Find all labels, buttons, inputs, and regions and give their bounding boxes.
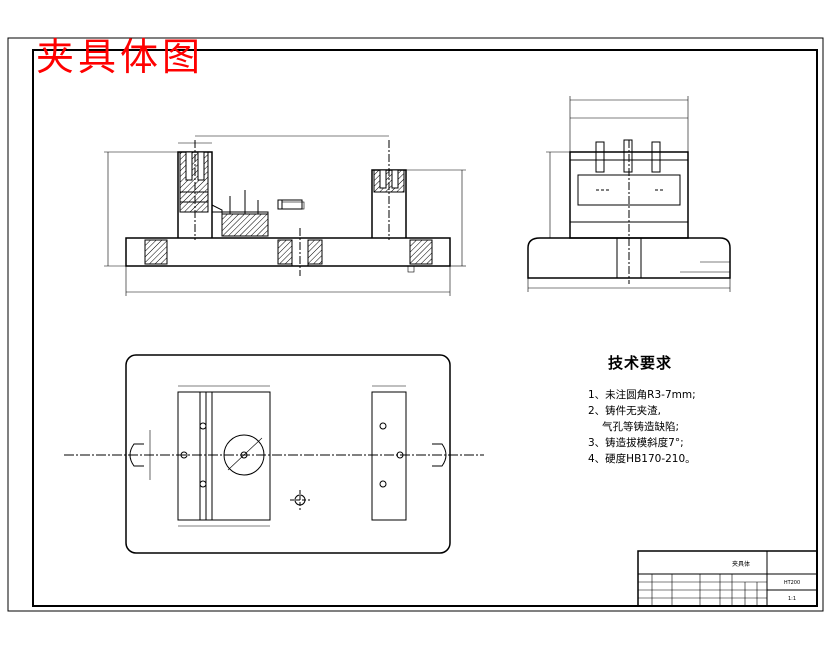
title-block-material: HT200 xyxy=(784,580,800,586)
title-block-part-name: 夹具体 xyxy=(732,560,750,568)
side-view xyxy=(527,96,731,292)
drawing-title: 夹具体图 xyxy=(36,35,205,79)
outer-border xyxy=(7,37,824,612)
title-block xyxy=(637,550,818,607)
requirement-item-3: 3、铸造拔模斜度7°; xyxy=(588,437,684,449)
top-view xyxy=(64,354,484,554)
requirement-item-2-continued: 气孔等铸造缺陷; xyxy=(602,421,680,433)
requirement-item-4: 4、硬度HB170-210。 xyxy=(588,453,696,465)
technical-requirements: 技术要求 1、未注圆角R3-7mm; 2、铸件无夹渣, 气孔等铸造缺陷; 3、铸… xyxy=(588,352,788,467)
requirement-item-1: 1、未注圆角R3-7mm; xyxy=(588,389,696,401)
title-block-scale: 1:1 xyxy=(788,596,796,602)
technical-requirements-title: 技术要求 xyxy=(608,354,673,372)
requirement-item-2: 2、铸件无夹渣, xyxy=(588,405,662,417)
inner-border xyxy=(32,49,818,607)
front-view xyxy=(104,135,466,296)
